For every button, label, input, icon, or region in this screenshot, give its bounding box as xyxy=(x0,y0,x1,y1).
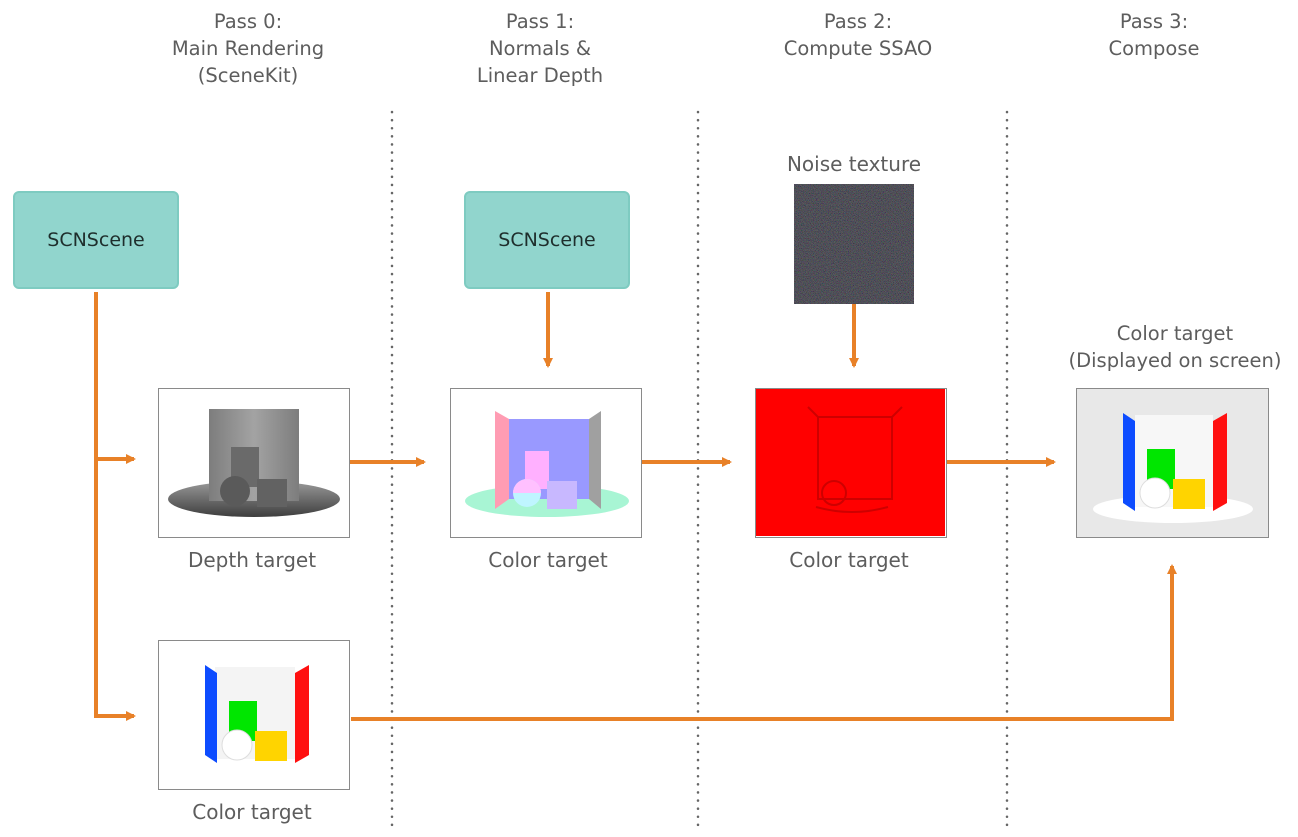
arrow-color-to-compose xyxy=(351,564,1177,721)
normals-target-caption: Color target xyxy=(488,548,608,572)
pass-dividers xyxy=(390,110,1009,832)
display-target-caption: Color target (Displayed on screen) xyxy=(1056,320,1294,374)
display-target-thumbnail xyxy=(1076,388,1269,538)
scene-to-targets-trunk xyxy=(94,292,128,718)
depth-target-thumbnail xyxy=(158,388,350,538)
pass-0-title: Pass 0: xyxy=(213,10,283,33)
pass-3-subtitle: Compose xyxy=(1108,37,1200,60)
pass-3-heading: Pass 3: Compose xyxy=(1054,8,1254,62)
ssao-image xyxy=(756,389,945,536)
pass-1-heading: Pass 1: Normals & Linear Depth xyxy=(440,8,640,89)
scene-node-pass-1: SCNScene xyxy=(464,191,630,289)
pass-1-title: Pass 1: xyxy=(505,10,575,33)
pass-2-heading: Pass 2: Compute SSAO xyxy=(748,8,968,62)
pass-0-subtitle-line2: (SceneKit) xyxy=(197,64,299,87)
display-target-caption-line1: Color target xyxy=(1116,322,1234,345)
color-image xyxy=(205,665,309,763)
scene-node-label: SCNScene xyxy=(498,229,596,251)
ssao-target-caption: Color target xyxy=(789,548,909,572)
color-target-thumbnail xyxy=(158,640,350,790)
noise-texture-label: Noise texture xyxy=(786,152,922,176)
color-target-caption: Color target xyxy=(192,800,312,824)
pass-2-subtitle: Compute SSAO xyxy=(783,37,933,60)
pass-2-title: Pass 2: xyxy=(823,10,893,33)
pass-1-subtitle-line1: Normals & xyxy=(488,37,592,60)
scene-node-pass-0: SCNScene xyxy=(13,191,179,289)
scene-node-label: SCNScene xyxy=(47,229,145,251)
normals-image xyxy=(465,411,629,517)
ssao-target-thumbnail xyxy=(755,388,947,538)
pass-1-subtitle-line2: Linear Depth xyxy=(476,64,604,87)
pass-3-title: Pass 3: xyxy=(1119,10,1189,33)
depth-image xyxy=(168,409,340,517)
depth-target-caption: Depth target xyxy=(187,548,317,572)
pass-0-subtitle-line1: Main Rendering xyxy=(171,37,325,60)
display-image xyxy=(1077,389,1267,536)
display-target-caption-line2: (Displayed on screen) xyxy=(1068,349,1282,372)
normals-target-thumbnail xyxy=(450,388,642,538)
noise-texture-image xyxy=(794,184,914,304)
pass-0-heading: Pass 0: Main Rendering (SceneKit) xyxy=(148,8,348,89)
